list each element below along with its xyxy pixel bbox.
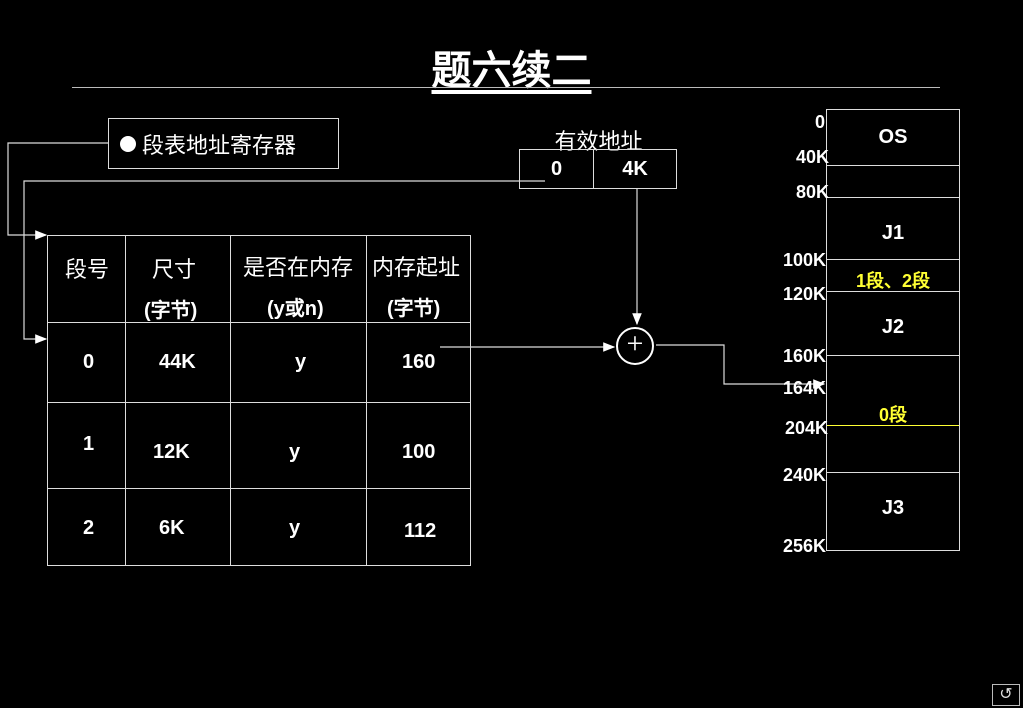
address-label: 160K (782, 346, 826, 366)
table-cell: y (230, 488, 367, 566)
memory-block-j3: J3 (881, 497, 905, 519)
table-cell: 160 (366, 322, 471, 403)
row-start: 112 (404, 520, 437, 542)
page-title: 题六续二 (431, 47, 592, 94)
row-inmem: y (295, 351, 307, 373)
row-seg: 2 (83, 517, 95, 539)
address-label: 204K (784, 418, 828, 438)
segment-register-box: 段表地址寄存器 (108, 118, 339, 169)
row-size: 12K (153, 441, 190, 463)
header-start-unit: (字节) (387, 298, 441, 320)
address-label: 164K (782, 378, 826, 398)
table-row: 0 44K y 160 (47, 322, 471, 403)
title-rule (72, 87, 940, 88)
table-cell: 1 (47, 402, 126, 489)
segment-to-row-arrow (23, 180, 545, 344)
header-seg-label: 段号 (65, 258, 110, 283)
header-start-label: 内存起址 (372, 256, 461, 281)
segment-register-label: 段表地址寄存器 (142, 133, 297, 159)
row-inmem: y (289, 517, 301, 539)
memory-divider (827, 259, 959, 260)
memory-divider-highlight (827, 425, 959, 426)
segment-table: 段号 尺寸 (字节) 是否在内存 (y或n) 内存起址 (字节) 0 44K y… (47, 235, 471, 566)
row-size: 6K (159, 517, 185, 539)
memory-divider (827, 472, 959, 473)
table-header-cell: 段号 (47, 235, 126, 323)
memory-divider (827, 165, 959, 166)
table-cell: y (230, 402, 367, 489)
address-label: 240K (782, 465, 826, 485)
row-size: 44K (159, 351, 196, 373)
address-label: 120K (782, 284, 826, 304)
header-size-label: 尺寸 (152, 258, 197, 283)
address-label: 80K (795, 182, 829, 202)
memory-divider (827, 197, 959, 198)
table-cell: 0 (47, 322, 126, 403)
table-cell: 100 (366, 402, 471, 489)
row-seg: 1 (83, 433, 95, 455)
table-cell: 112 (366, 488, 471, 566)
header-inmem-unit: (y或n) (267, 298, 324, 320)
table-cell: 2 (47, 488, 126, 566)
memory-block-seg12: 1段、2段 (855, 271, 931, 291)
table-header-cell: 内存起址 (字节) (366, 235, 471, 323)
return-icon[interactable]: ↺ (992, 684, 1020, 706)
memory-divider (827, 355, 959, 356)
header-inmem-label: 是否在内存 (243, 256, 354, 281)
memory-divider (827, 291, 959, 292)
table-cell: y (230, 322, 367, 403)
address-label: 256K (782, 536, 826, 556)
table-row: 1 12K y 100 (47, 402, 471, 489)
memory-block-seg0: 0段 (878, 405, 907, 425)
adder-plus-icon: + (616, 327, 654, 365)
memory-block-os: OS (878, 126, 908, 148)
table-row: 2 6K y 112 (47, 488, 471, 566)
effective-address-segment: 0 (520, 150, 594, 188)
effective-address-offset: 4K (622, 158, 648, 180)
table-cell: 44K (125, 322, 231, 403)
register-to-table-arrow (7, 142, 108, 240)
effective-address-box: 0 4K (519, 149, 677, 189)
header-size-unit: (字节) (144, 300, 198, 322)
table-header-cell: 尺寸 (字节) (125, 235, 231, 323)
bullet-icon (120, 135, 136, 152)
table-cell: 12K (125, 402, 231, 489)
row-start: 160 (402, 351, 436, 373)
row-inmem: y (289, 441, 301, 463)
table-header-row: 段号 尺寸 (字节) 是否在内存 (y或n) 内存起址 (字节) (47, 235, 471, 323)
adder-to-memory-arrow (656, 344, 826, 389)
memory-map: OS J1 1段、2段 J2 0段 J3 (826, 109, 960, 551)
memory-block-j1: J1 (881, 222, 905, 244)
address-label: 40K (795, 147, 829, 167)
effective-address-label: 有效地址 (554, 130, 643, 155)
table-cell: 6K (125, 488, 231, 566)
row-seg: 0 (83, 351, 95, 373)
row-start: 100 (402, 441, 436, 463)
address-label: 100K (782, 250, 826, 270)
memory-block-j2: J2 (881, 316, 905, 338)
table-header-cell: 是否在内存 (y或n) (230, 235, 367, 323)
address-label: 0 (814, 112, 825, 132)
